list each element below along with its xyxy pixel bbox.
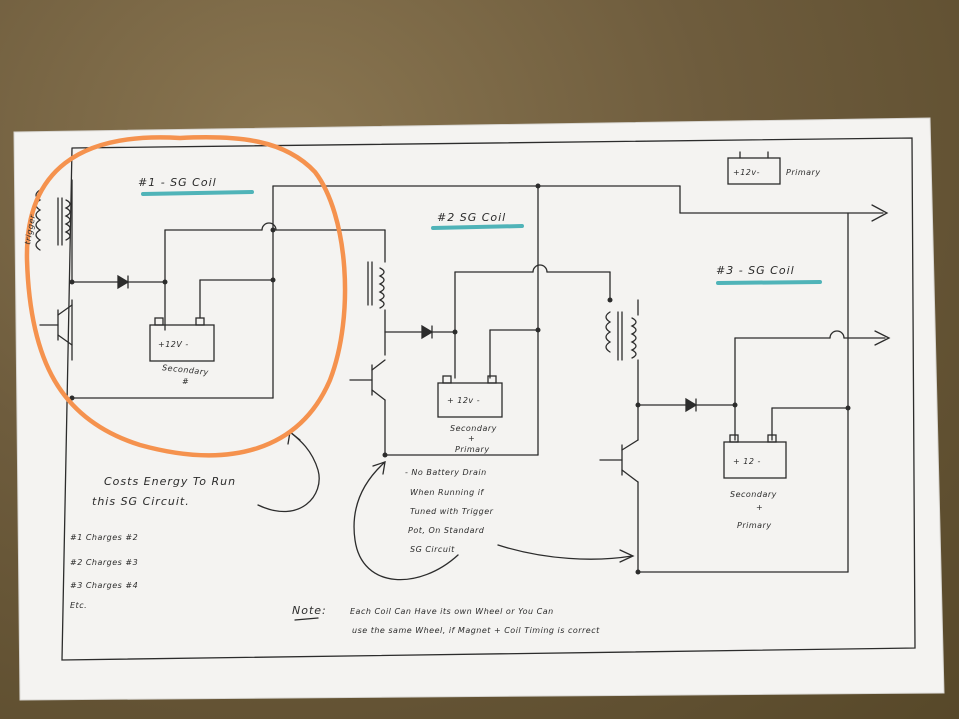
drain-note-3: Tuned with Trigger — [410, 507, 494, 516]
drain-note-1: - No Battery Drain — [405, 468, 487, 477]
cost-note-2: this SG Circuit. — [92, 495, 190, 508]
battery-1-label: +12V - — [158, 340, 189, 349]
circuit-1 — [35, 179, 386, 399]
arrow-drain — [353, 461, 459, 581]
primary-battery-caption: Primary — [786, 168, 821, 177]
arrow-to-circuit-3 — [497, 544, 633, 560]
coil-1-trigger-winding — [35, 189, 42, 251]
diode-3 — [685, 397, 698, 413]
battery-2-caption-3: Primary — [455, 445, 490, 454]
arrow-cost — [257, 431, 320, 512]
battery-2-caption-1: Secondary — [450, 424, 497, 433]
circle-coil-1 — [24, 135, 348, 458]
note-line-1: Each Coil Can Have its own Wheel or You … — [350, 607, 554, 616]
primary-battery-label: +12v- — [733, 168, 760, 177]
diode-2 — [421, 324, 434, 340]
cost-note-1: Costs Energy To Run — [104, 475, 236, 488]
coil-3-title: #3 - SG Coil — [716, 264, 795, 277]
battery-3 — [723, 441, 787, 479]
note-label: Note: — [292, 604, 327, 617]
output-arrow-2 — [874, 330, 891, 346]
junction-dots — [69, 183, 851, 575]
coil-2-winding — [378, 267, 385, 309]
coil-3-winding — [630, 317, 637, 359]
charges-etc: Etc. — [70, 601, 87, 610]
circuit-3 — [599, 212, 891, 573]
battery-2-label: + 12v - — [447, 396, 480, 405]
paper-card — [13, 117, 945, 701]
battery-3-caption-2: + — [756, 503, 763, 512]
diode-1 — [117, 274, 130, 290]
charges-2: #2 Charges #3 — [70, 558, 138, 567]
battery-1-number: # — [182, 377, 189, 386]
coil-1-winding — [64, 199, 71, 241]
charges-1: #1 Charges #2 — [70, 533, 138, 542]
drain-note-2: When Running if — [410, 488, 484, 497]
primary-battery — [727, 157, 781, 185]
highlight-coil-2 — [431, 224, 524, 230]
coil-2-title: #2 SG Coil — [437, 211, 506, 224]
note-arrow — [294, 617, 319, 621]
battery-3-caption-1: Secondary — [730, 490, 777, 499]
circuit-2 — [349, 185, 611, 456]
highlight-coil-1 — [141, 190, 254, 196]
battery-1 — [149, 324, 215, 362]
battery-3-caption-3: Primary — [737, 521, 772, 530]
charges-3: #3 Charges #4 — [70, 581, 138, 590]
drain-note-5: SG Circuit — [410, 545, 455, 554]
drain-note-4: Pot, On Standard — [408, 526, 485, 535]
battery-3-label: + 12 - — [733, 457, 761, 466]
output-arrow-1 — [871, 204, 889, 222]
coil-1-title: #1 - SG Coil — [138, 176, 217, 189]
note-line-2: use the same Wheel, if Magnet + Coil Tim… — [352, 626, 600, 635]
battery-2 — [437, 382, 503, 418]
battery-2-caption-2: + — [468, 434, 475, 443]
highlight-coil-3 — [716, 280, 822, 285]
outer-border — [61, 137, 916, 661]
